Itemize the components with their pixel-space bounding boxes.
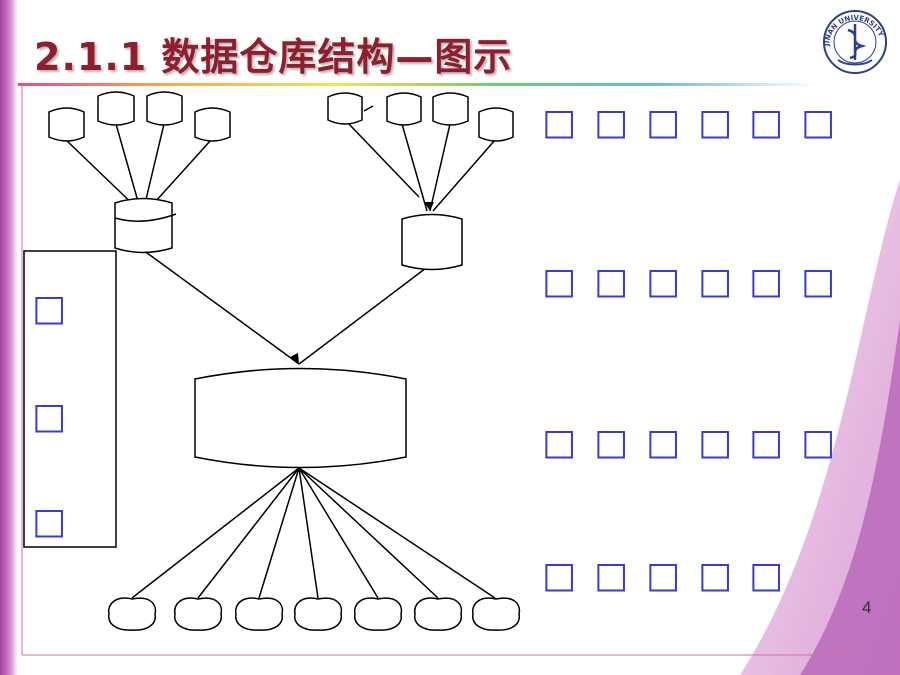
source-db xyxy=(146,91,183,126)
placeholder-glyph: □ xyxy=(646,422,680,463)
placeholder-glyph: □ xyxy=(542,261,576,302)
source-db xyxy=(194,107,231,142)
source-db-group-left xyxy=(48,91,231,142)
left-accent-bar xyxy=(0,0,18,675)
source-db xyxy=(327,92,363,125)
placeholder-glyph: □ xyxy=(698,422,732,463)
left-panel-placeholders: □ □ □ xyxy=(32,288,66,542)
left-panel xyxy=(23,250,117,548)
right-placeholder-grid: □ □ □ □ □ □ □ □ □ □ □ □ □ □ □ □ □ □ □ □ □ □ □ xyxy=(542,102,835,596)
connection-lines xyxy=(65,105,496,599)
title-underline xyxy=(18,83,818,86)
intermediate-db-right xyxy=(401,213,463,271)
placeholder-glyph: □ xyxy=(594,555,628,596)
placeholder-glyph: □ xyxy=(698,555,732,596)
source-db xyxy=(386,92,422,126)
source-db-group-right xyxy=(327,92,514,142)
placeholder-glyph: □ xyxy=(801,422,835,463)
placeholder-glyph: □ xyxy=(594,102,628,143)
placeholder-glyph: □ xyxy=(542,422,576,463)
left-panel-placeholder: □ xyxy=(32,396,66,437)
left-panel-placeholder: □ xyxy=(32,501,66,542)
placeholder-glyph: □ xyxy=(542,555,576,596)
placeholder-glyph: □ xyxy=(698,102,732,143)
placeholder-glyph: □ xyxy=(801,261,835,302)
output-nodes xyxy=(107,597,521,631)
placeholder-glyph: □ xyxy=(542,102,576,143)
placeholder-glyph: □ xyxy=(749,422,783,463)
source-db xyxy=(48,107,85,142)
placeholder-glyph: □ xyxy=(646,102,680,143)
placeholder-glyph: □ xyxy=(646,261,680,302)
university-logo: JINAN UNIVERSITY xyxy=(823,10,887,74)
source-db xyxy=(97,91,135,126)
source-db xyxy=(432,92,469,126)
intermediate-db-left xyxy=(114,197,177,254)
output-node xyxy=(173,597,223,631)
slide-title: 2.1.1 数据仓库结构—图示 xyxy=(34,35,513,79)
source-db xyxy=(478,107,514,142)
output-node xyxy=(234,597,284,631)
placeholder-glyph: □ xyxy=(749,555,783,596)
output-node xyxy=(413,597,463,631)
data-warehouse-cylinder xyxy=(194,367,407,469)
placeholder-glyph: □ xyxy=(801,102,835,143)
left-panel-placeholder: □ xyxy=(32,288,66,329)
placeholder-glyph: □ xyxy=(749,102,783,143)
placeholder-glyph: □ xyxy=(698,261,732,302)
output-node xyxy=(471,597,521,631)
corner-swoosh-inner xyxy=(800,320,900,675)
placeholder-glyph: □ xyxy=(646,555,680,596)
placeholder-glyph: □ xyxy=(594,261,628,302)
placeholder-glyph: □ xyxy=(749,261,783,302)
output-node xyxy=(107,597,157,631)
placeholder-glyph: □ xyxy=(594,422,628,463)
page-number: 4 xyxy=(862,598,872,617)
arrowheads xyxy=(135,202,434,364)
output-node xyxy=(353,597,403,631)
output-node xyxy=(293,597,343,631)
